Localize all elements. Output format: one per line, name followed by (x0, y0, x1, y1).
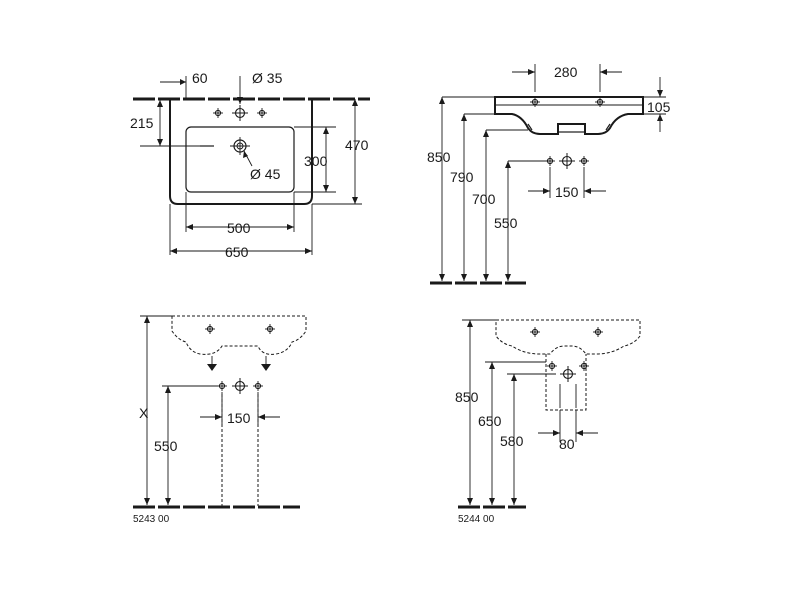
semi-pedestal-view: 850 650 580 80 5244 00 (455, 319, 641, 525)
waste-outlet (231, 377, 249, 395)
basin-profile (494, 96, 644, 135)
dim-550: 550 (494, 215, 518, 231)
semi-pedestal (545, 354, 587, 411)
tap-hole-right (592, 326, 604, 338)
dim-580: 580 (500, 433, 524, 449)
basin-bowl (185, 126, 295, 193)
tap-hole-right (256, 107, 268, 119)
basin-outline (169, 99, 313, 205)
dim-dia45: Ø 45 (250, 166, 281, 182)
tap-hole-center (231, 104, 249, 122)
pedestal-view: X 550 150 5243 00 (133, 315, 307, 525)
waste-outlet (559, 365, 577, 383)
dim-700: 700 (472, 191, 496, 207)
dim-650: 650 (478, 413, 502, 429)
dim-280: 280 (554, 64, 578, 80)
dim-300: 300 (304, 153, 328, 169)
top-view: 60 Ø 35 215 300 470 Ø 45 500 (130, 70, 370, 260)
dim-500: 500 (227, 220, 251, 236)
supply-valve-right (252, 380, 264, 392)
dim-650: 650 (225, 244, 249, 260)
product-code: 5244 00 (458, 514, 495, 525)
tap-hole-right (264, 323, 276, 335)
dim-850: 850 (455, 389, 479, 405)
tap-hole-left (529, 96, 541, 108)
dim-80: 80 (559, 436, 575, 452)
basin-outline (171, 315, 307, 355)
side-view: 280 105 850 790 700 550 (427, 64, 671, 285)
dim-470: 470 (345, 137, 369, 153)
dim-790: 790 (450, 169, 474, 185)
tap-hole-right (594, 96, 606, 108)
dim-215: 215 (130, 115, 154, 131)
supply-valve-right (578, 360, 590, 372)
dim-105: 105 (647, 99, 671, 115)
dim-850: 850 (427, 149, 451, 165)
dim-550: 550 (154, 438, 178, 454)
supply-valve-left (544, 155, 556, 167)
tap-hole-left (212, 107, 224, 119)
tap-hole-left (529, 326, 541, 338)
supply-valve-left (546, 360, 558, 372)
dim-150: 150 (227, 410, 251, 426)
supply-valve-right (578, 155, 590, 167)
dim-x: X (139, 405, 149, 421)
dim-150: 150 (555, 184, 579, 200)
dim-60: 60 (192, 70, 208, 86)
basin-outline (495, 319, 641, 355)
waste-outlet (558, 152, 576, 170)
pedestal-column (221, 394, 259, 506)
supply-valve-left (216, 380, 228, 392)
tap-hole-left (204, 323, 216, 335)
dim-dia35: Ø 35 (252, 70, 283, 86)
product-code: 5243 00 (133, 514, 170, 525)
overflow-slot (557, 123, 586, 133)
